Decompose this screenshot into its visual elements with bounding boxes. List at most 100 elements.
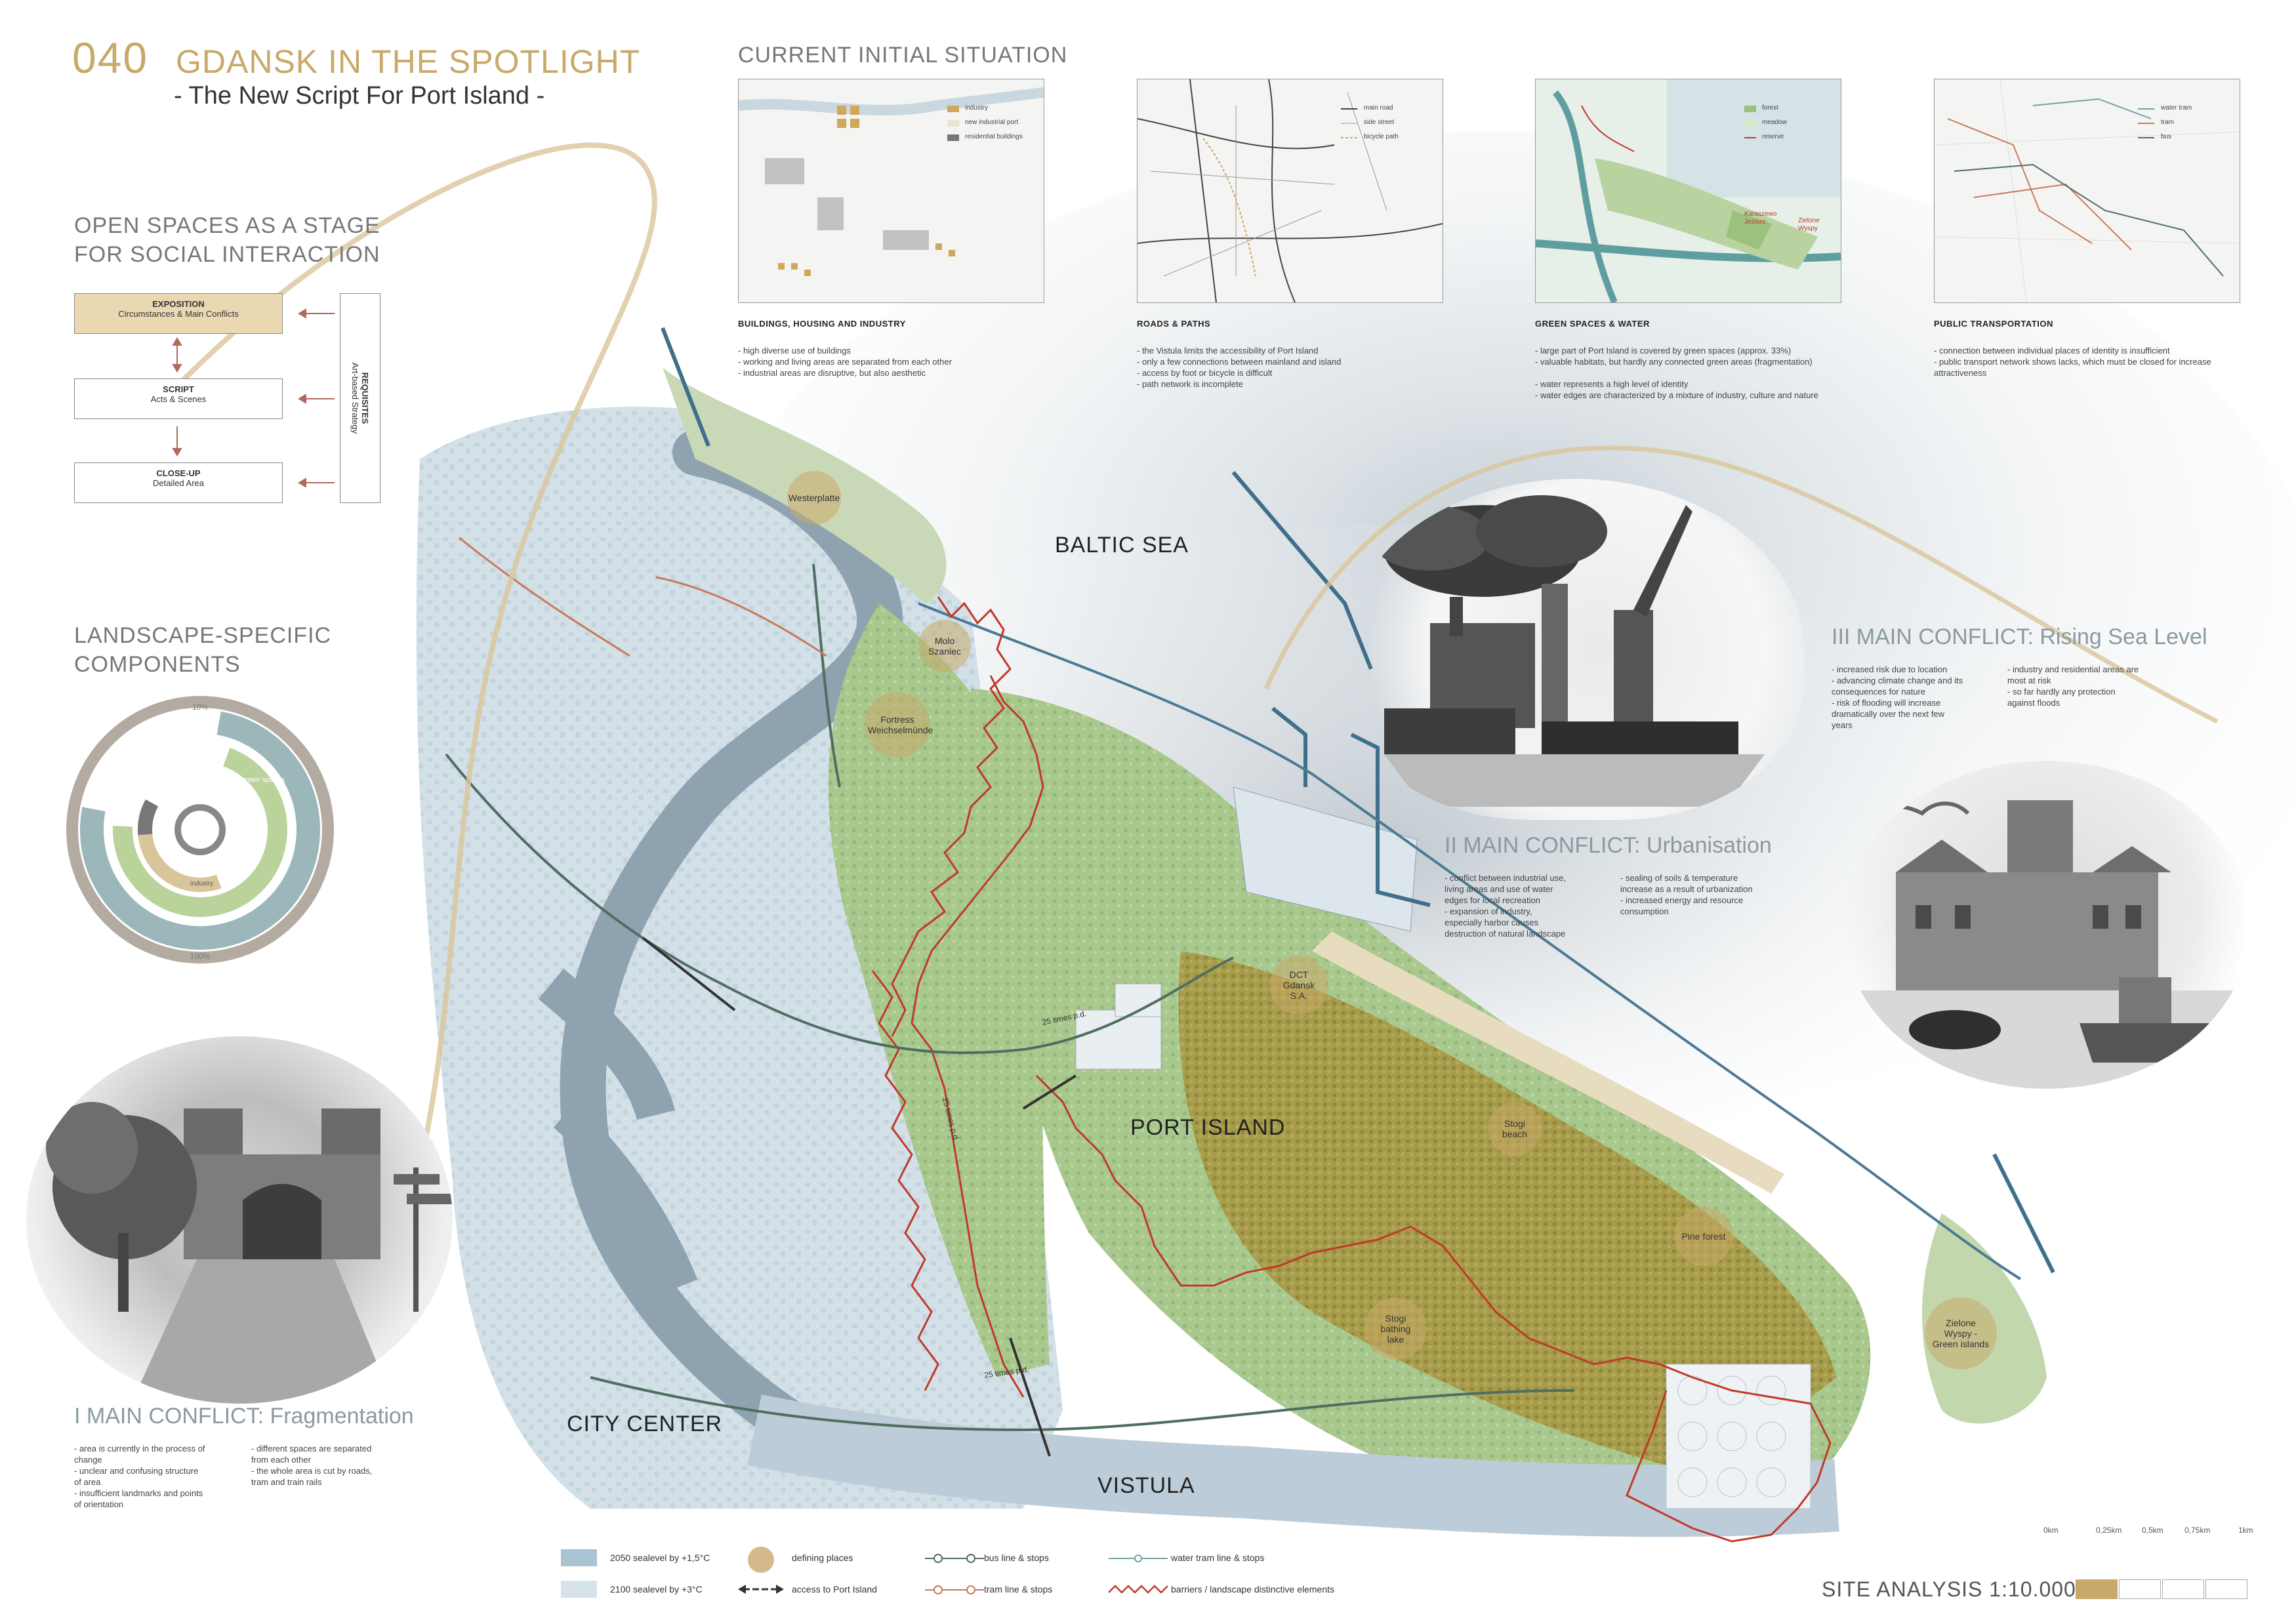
scale-tick-4: 1km bbox=[2238, 1526, 2253, 1535]
conflict-2-text: edges for local recreation bbox=[1445, 895, 1540, 905]
dct-terminal bbox=[1233, 786, 1418, 932]
conflict-1-text: of area bbox=[74, 1477, 101, 1487]
panel-transport-title: PUBLIC TRANSPORTATION bbox=[1934, 319, 2053, 329]
legend-text-places: defining places bbox=[792, 1553, 853, 1563]
flow-exposition-title: EXPOSITION bbox=[152, 299, 205, 309]
castle-photo bbox=[1843, 761, 2250, 1089]
conflict-3-text: - industry and residential areas are bbox=[2007, 664, 2139, 674]
panel-text: - large part of Port Island is covered b… bbox=[1535, 346, 1792, 355]
landscape-heading-line2: COMPONENTS bbox=[74, 652, 241, 677]
map-label-port-island: PORT ISLAND bbox=[1130, 1115, 1286, 1140]
vistula-river bbox=[747, 1394, 1839, 1537]
ring-label-top: 10% bbox=[192, 702, 208, 712]
conflict-1-col2: - different spaces are separated from ea… bbox=[251, 1443, 409, 1488]
panel-text: - connection between individual places o… bbox=[1934, 346, 2170, 355]
legend-swatch-bus bbox=[925, 1554, 984, 1563]
conflict-1-heading: I MAIN CONFLICT: Fragmentation bbox=[74, 1404, 414, 1429]
landscape-heading-line1: LANDSCAPE-SPECIFIC bbox=[74, 623, 332, 648]
conflict-3-heading: III MAIN CONFLICT: Rising Sea Level bbox=[1832, 624, 2207, 649]
current-situation-heading: CURRENT INITIAL SITUATION bbox=[738, 43, 1068, 68]
legend-bicycle-path: bicycle path bbox=[1364, 133, 1399, 140]
conflict-1-text: from each other bbox=[251, 1455, 312, 1465]
map-label-baltic-sea: BALTIC SEA bbox=[1055, 533, 1189, 558]
place-zielone-wyspy[interactable]: Zielone Wyspy - Green islands bbox=[1925, 1297, 1997, 1370]
panel-text: attractiveness bbox=[1934, 368, 1987, 378]
legend-swatch-barrier bbox=[1109, 1585, 1168, 1594]
place-dct-gdansk[interactable]: DCT Gdansk S.A. bbox=[1269, 956, 1328, 1015]
panel-text: - only a few connections between mainlan… bbox=[1137, 357, 1342, 367]
scale-bar-segment bbox=[2076, 1579, 2118, 1599]
place-label: Westerplatte bbox=[788, 493, 840, 503]
ring-label-bottom: 100% bbox=[190, 952, 211, 961]
map-label-city-center: CITY CENTER bbox=[567, 1411, 723, 1436]
conflict-1-text: - unclear and confusing structure bbox=[74, 1466, 199, 1476]
panel-green-text: - large part of Port Island is covered b… bbox=[1535, 345, 1843, 401]
flow-script-sub: Acts & Scenes bbox=[150, 394, 207, 404]
conflict-2-col1: - conflict between industrial use, livin… bbox=[1445, 872, 1595, 939]
flow-exposition-box: EXPOSITION Circumstances & Main Conflict… bbox=[74, 293, 283, 334]
legend-text-water-tram: water tram line & stops bbox=[1171, 1553, 1265, 1563]
conflict-2-text: - increased energy and resource bbox=[1620, 895, 1744, 905]
conflict-1-text: - the whole area is cut by roads, bbox=[251, 1466, 373, 1476]
legend-swatch-places bbox=[748, 1547, 774, 1573]
side-canal-2 bbox=[553, 1103, 698, 1292]
map-label-vistula: VISTULA bbox=[1097, 1473, 1195, 1498]
panel-roads-text: - the Vistula limits the accessibility o… bbox=[1137, 345, 1445, 390]
ring-urban bbox=[138, 767, 262, 892]
place-molo-szaniec[interactable]: Molo Szaniec bbox=[918, 620, 971, 672]
conflict-1-text: of orientation bbox=[74, 1499, 124, 1509]
legend-main-road: main road bbox=[1364, 104, 1393, 112]
panel-text: - access by foot or bicycle is difficult bbox=[1137, 368, 1273, 378]
conflict-3-text: - risk of flooding will increase bbox=[1832, 698, 1941, 708]
flow-arrows bbox=[172, 308, 335, 488]
place-label: Stogi beach bbox=[1502, 1118, 1528, 1139]
scale-tick-3: 0,75km bbox=[2184, 1526, 2211, 1535]
conflict-1-text: tram and train rails bbox=[251, 1477, 322, 1487]
conflict-2-text: living areas and use of water bbox=[1445, 884, 1553, 894]
place-pine-forest[interactable]: Pine forest bbox=[1674, 1207, 1733, 1266]
legend-swatch-2050 bbox=[561, 1549, 597, 1566]
access-arrows bbox=[642, 937, 1077, 1457]
ring-label-water: water edge bbox=[163, 732, 199, 740]
place-stogi-bathing-lake[interactable]: Stogi bathing lake bbox=[1364, 1297, 1427, 1360]
flow-script-box: SCRIPT Acts & Scenes bbox=[74, 378, 283, 419]
place-stogi-beach[interactable]: Stogi beach bbox=[1488, 1102, 1542, 1156]
scale-tick-2: 0,5km bbox=[2142, 1526, 2163, 1535]
place-westerplatte[interactable]: Westerplatte bbox=[787, 471, 841, 525]
industrial-block bbox=[1075, 1009, 1162, 1070]
conflict-3-text: - increased risk due to location bbox=[1832, 664, 1948, 674]
legend-swatch-water-tram bbox=[1109, 1554, 1168, 1562]
conflict-3-text: against floods bbox=[2007, 698, 2060, 708]
panel-buildings-text: - high diverse use of buildings - workin… bbox=[738, 345, 1046, 378]
conflict-2-text: - sealing of soils & temperature bbox=[1620, 873, 1738, 883]
place-label: Pine forest bbox=[1681, 1231, 1726, 1242]
bus-lines bbox=[445, 563, 1575, 1432]
panel-text: - industrial areas are disruptive, but a… bbox=[738, 368, 926, 378]
page-title: GDANSK IN THE SPOTLIGHT bbox=[176, 43, 641, 80]
gold-brush-stroke-left bbox=[155, 142, 657, 1215]
legend-new-port: new industrial port bbox=[965, 119, 1019, 126]
conflict-3-col1: - increased risk due to location - advan… bbox=[1832, 664, 1996, 731]
legend-text-2100: 2100 sealevel by +3°C bbox=[610, 1584, 703, 1594]
scale-tick-1: 0,25km bbox=[2096, 1526, 2122, 1535]
scale-bar-segment bbox=[2119, 1579, 2161, 1599]
conflict-3-text: most at risk bbox=[2007, 676, 2051, 685]
coastline bbox=[918, 602, 2022, 1280]
legend-industry: industry bbox=[965, 104, 989, 112]
legend-residential: residential buildings bbox=[965, 133, 1023, 140]
legend-text-2050: 2050 sealevel by +1,5°C bbox=[610, 1553, 710, 1563]
legend-water-tram: water tram bbox=[2161, 104, 2192, 112]
map-label-karaszewo: Karaszewo Jezioro bbox=[1744, 211, 1777, 226]
place-fortress[interactable]: Fortress Weichselmünde bbox=[865, 692, 933, 758]
legend-text-tram: tram line & stops bbox=[984, 1584, 1053, 1594]
panel-transport-text: - connection between individual places o… bbox=[1934, 345, 2242, 378]
side-canal bbox=[538, 968, 676, 1121]
legend-text-access: access to Port Island bbox=[792, 1584, 877, 1594]
project-number: 040 bbox=[72, 33, 149, 82]
tram-lines bbox=[459, 537, 827, 657]
map-panel-transport: water tram tram bus bbox=[1934, 79, 2240, 303]
panel-text: - water edges are characterized by a mix… bbox=[1535, 390, 1818, 400]
industry-photo bbox=[1345, 479, 1804, 820]
scale-bar-segment bbox=[2205, 1579, 2247, 1599]
flow-closeup-title: CLOSE-UP bbox=[156, 468, 201, 478]
